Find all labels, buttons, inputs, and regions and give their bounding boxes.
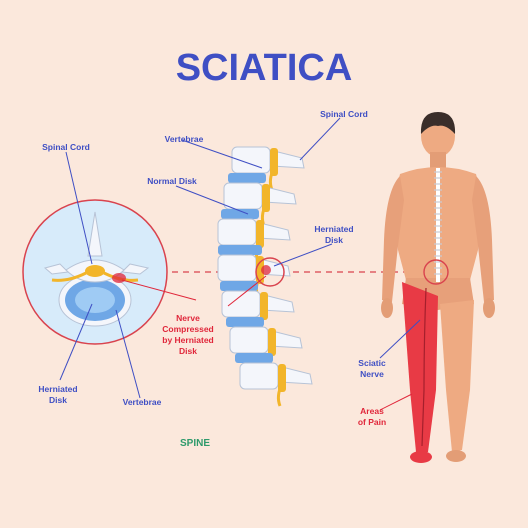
pointer-spine-spinal-cord	[299, 117, 341, 161]
figure-hair	[420, 112, 456, 134]
cross-section-nerve-left	[51, 271, 87, 282]
pointer-cs-vertebrae	[115, 309, 141, 399]
label-cross-section-spinal-cord: Spinal Cord	[42, 142, 90, 152]
label-areas-of-pain-line1: Areas	[360, 406, 384, 416]
spine-nerve-root	[276, 383, 284, 407]
spine-vertebral-body	[229, 326, 269, 354]
label-nerve-compressed-line2: Compressed	[162, 324, 214, 334]
spine-vertebral-body	[217, 218, 257, 246]
figure-left-foot-pain-area	[410, 451, 432, 463]
spine-compression-highlight	[261, 265, 271, 275]
spine-normal-disk	[226, 317, 264, 327]
label-sciatic-nerve-line1: Sciatic	[358, 358, 386, 368]
label-spine-herniated-disk-line2: Disk	[325, 235, 343, 245]
spine-normal-disk	[235, 353, 273, 363]
diagram-title: SCIATICA	[176, 47, 353, 89]
pointer-cs-herniated-disk	[59, 303, 93, 381]
figure-spine-vertebrae	[434, 171, 442, 275]
pointer-spine-herniated-disk	[273, 243, 333, 267]
label-spine-spinal-cord: Spinal Cord	[320, 109, 368, 119]
figure-right-foot	[446, 450, 466, 462]
label-areas-of-pain-line2: of Pain	[358, 417, 386, 427]
cross-section-spinal-cord	[85, 265, 105, 277]
figure-left-hand	[381, 298, 393, 318]
pointer-nerve-compressed-to-cross-section	[121, 279, 197, 301]
pointer-sciatic-nerve	[379, 319, 421, 359]
figure-neck	[430, 152, 446, 168]
cross-section-transverse-process-right	[120, 263, 150, 275]
label-nerve-compressed-line3: by Herniated	[162, 335, 214, 345]
pointer-nerve-compressed-to-spine	[227, 275, 267, 307]
label-nerve-compressed-line1: Nerve	[176, 313, 200, 323]
label-nerve-compressed-line4: Disk	[179, 346, 197, 356]
human-figure-back-view	[381, 112, 495, 463]
figure-right-arm	[472, 176, 494, 302]
spine-side-view	[217, 146, 313, 407]
cross-section-illustration	[22, 199, 168, 345]
figure-highlight-circle	[423, 259, 449, 285]
pointer-spine-normal-disk	[175, 185, 249, 215]
cross-section-nucleus	[75, 287, 115, 313]
label-sciatic-nerve-line2: Nerve	[360, 369, 384, 379]
spine-vertebral-body	[239, 362, 279, 390]
figure-left-arm	[382, 176, 404, 302]
figure-left-leg-pain-area	[402, 282, 438, 452]
sciatic-nerve-path	[421, 287, 427, 447]
label-cross-section-herniated-disk-line1: Herniated	[38, 384, 77, 394]
label-cross-section-vertebrae: Vertebrae	[123, 397, 162, 407]
spine-normal-disk	[228, 173, 266, 183]
pointer-cs-spinal-cord	[65, 151, 93, 265]
caption-spine: SPINE	[180, 438, 210, 449]
label-spine-herniated-disk-line1: Herniated	[314, 224, 353, 234]
pointer-areas-of-pain	[379, 393, 413, 411]
spine-highlight-circle	[255, 257, 285, 287]
cross-section-spinous-process	[87, 211, 103, 257]
spine-vertebral-body	[217, 254, 257, 282]
figure-right-leg	[440, 300, 474, 452]
spine-vertebral-body	[223, 182, 263, 210]
spine-normal-disk	[221, 209, 259, 219]
figure-right-hand	[483, 298, 495, 318]
pointer-spine-vertebrae	[181, 139, 263, 169]
cross-section-transverse-process-left	[43, 263, 70, 275]
spine-vertebral-body	[221, 290, 261, 318]
spine-normal-disk	[220, 281, 258, 291]
label-spine-normal-disk: Normal Disk	[147, 176, 197, 186]
pointer-lines	[59, 117, 421, 399]
pointer-lines-red	[121, 275, 413, 411]
cross-section-compression-highlight	[112, 273, 126, 283]
label-spine-vertebrae: Vertebrae	[165, 134, 204, 144]
label-cross-section-herniated-disk-line2: Disk	[49, 395, 67, 405]
spine-herniated-disk	[218, 245, 262, 255]
